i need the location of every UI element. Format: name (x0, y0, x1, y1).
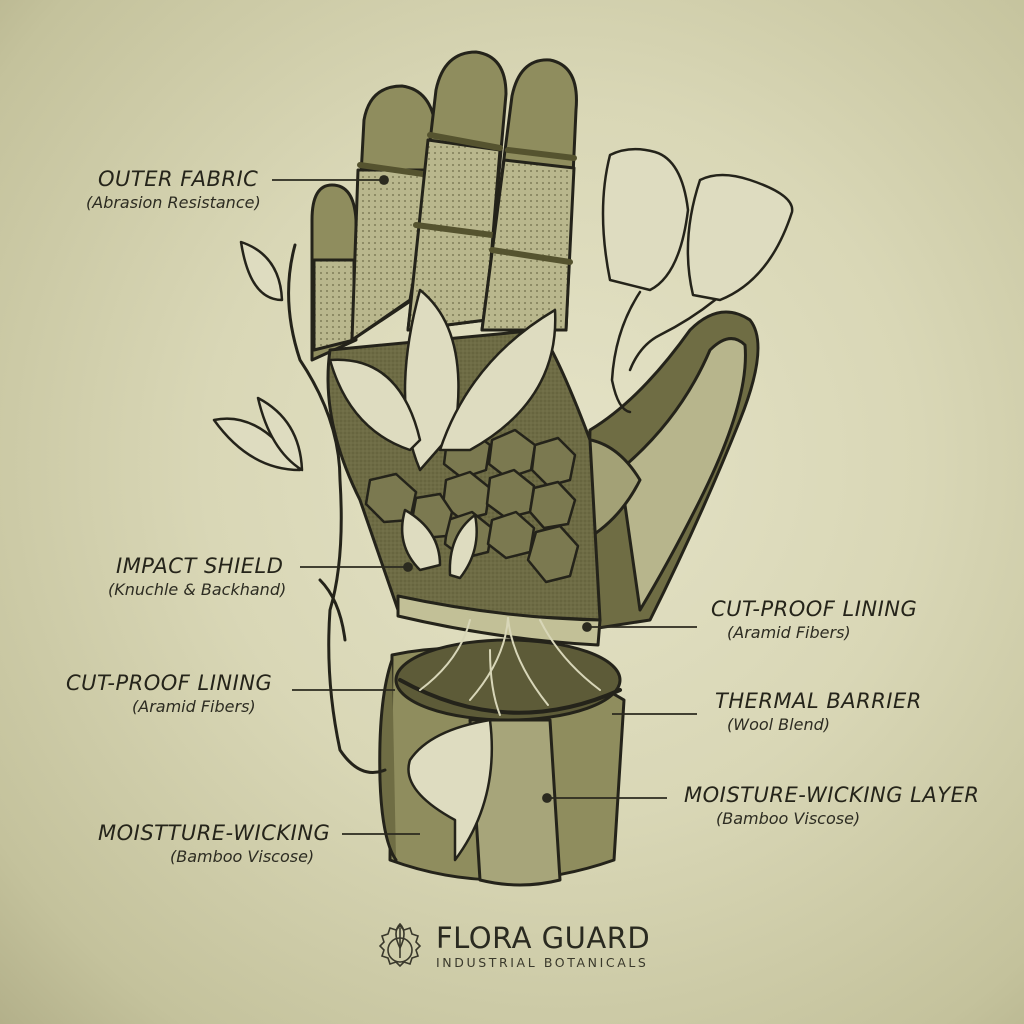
finger-pinky (310, 183, 358, 362)
label-title: MOISTURE-WICKING LAYER (684, 783, 980, 807)
label-title: IMPACT SHIELD (116, 554, 284, 578)
label-cut-proof-lining-right: CUT-PROOF LINING (Aramid Fibers) (711, 597, 917, 642)
label-moisture-wicking-layer: MOISTURE-WICKING LAYER (Bamboo Viscose) (684, 783, 979, 828)
label-subtitle: (Wool Blend) (727, 715, 830, 734)
leaf-cluster (328, 288, 557, 862)
label-subtitle: (Aramid Fibers) (132, 697, 256, 716)
leaf-gear-icon (378, 922, 422, 968)
label-title: CUT-PROOF LINING (66, 671, 273, 695)
label-title: CUT-PROOF LINING (711, 597, 918, 621)
brand-tagline: INDUSTRIAL BOTANICALS (436, 954, 649, 970)
label-subtitle: (Bamboo Viscose) (716, 809, 861, 828)
brand-name: FLORA GUARD (436, 920, 651, 955)
finger-index (480, 58, 578, 332)
label-moisture-wicking-left: MOISTTURE-WICKING (Bamboo Viscose) (98, 821, 330, 866)
brand-lockup: FLORA GUARD INDUSTRIAL BOTANICALS (372, 918, 650, 974)
vine-leaves (212, 240, 304, 472)
label-title: THERMAL BARRIER (715, 689, 922, 713)
label-outer-fabric: OUTER FABRIC (Abrasion Resistance) (86, 167, 261, 212)
roots (419, 617, 601, 716)
tulip-buds (601, 147, 794, 414)
leader-lines (272, 175, 697, 835)
label-thermal-barrier: THERMAL BARRIER (Wool Blend) (715, 689, 922, 734)
finger-middle (406, 50, 508, 332)
label-cut-proof-lining-left: CUT-PROOF LINING (Aramid Fibers) (66, 671, 272, 716)
label-title: OUTER FABRIC (98, 167, 259, 191)
label-subtitle: (Aramid Fibers) (727, 623, 851, 642)
label-impact-shield: IMPACT SHIELD (Knuchle & Backhand) (108, 554, 286, 599)
cut-proof-band (396, 594, 602, 647)
label-subtitle: (Abrasion Resistance) (86, 193, 261, 212)
label-title: MOISTTURE-WICKING (98, 821, 331, 845)
label-subtitle: (Knuchle & Backhand) (108, 580, 287, 599)
label-subtitle: (Bamboo Viscose) (170, 847, 315, 866)
vine-left (287, 243, 387, 774)
wrist-cuff (378, 638, 626, 887)
